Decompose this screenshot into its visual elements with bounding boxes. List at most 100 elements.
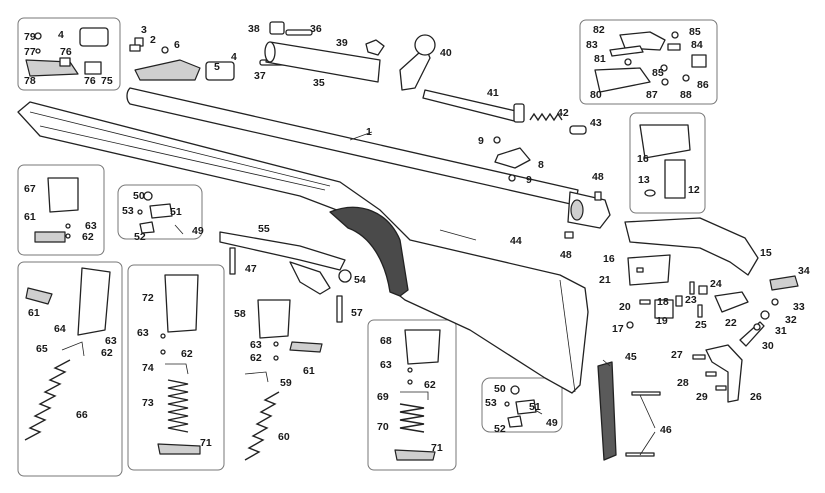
label-63a: 63 (85, 220, 97, 232)
screw-81 (624, 58, 632, 66)
label-2: 2 (150, 34, 156, 46)
label-50b: 50 (494, 383, 506, 395)
part-18 (675, 295, 683, 307)
pin-36 (285, 29, 313, 36)
label-3: 3 (141, 24, 147, 36)
lever-83 (609, 45, 644, 57)
label-5: 5 (214, 61, 220, 73)
guard-bow (289, 261, 331, 295)
label-47: 47 (245, 263, 257, 275)
label-19: 19 (656, 315, 668, 327)
spring-70 (399, 403, 425, 433)
label-50a: 50 (133, 190, 145, 202)
magazine-58-parts (244, 299, 323, 461)
plunger-43 (569, 125, 587, 135)
magazine-67 (47, 177, 79, 213)
pin-23 (689, 281, 695, 295)
pin-25 (697, 304, 703, 318)
label-61b: 61 (28, 307, 40, 319)
label-86: 86 (697, 79, 709, 91)
label-72: 72 (142, 292, 154, 304)
pin-27 (692, 354, 706, 360)
label-22: 22 (725, 317, 737, 329)
floorplate-61 (34, 231, 66, 243)
label-59: 59 (280, 377, 292, 389)
part-50 (143, 191, 153, 201)
part-51 (149, 203, 173, 219)
scope-base-4b (205, 61, 235, 81)
label-46: 46 (660, 424, 672, 436)
trigger-guard-22 (714, 291, 749, 313)
pin-20 (639, 299, 651, 305)
label-61c: 61 (303, 365, 315, 377)
label-38: 38 (248, 23, 260, 35)
block-16 (639, 124, 691, 159)
magazine-release-parts (137, 191, 173, 234)
spring-60 (244, 391, 280, 461)
label-51a: 51 (170, 206, 182, 218)
part-19 (654, 299, 674, 319)
label-80: 80 (590, 89, 602, 101)
safety-base-80 (594, 67, 651, 93)
pin-48a (564, 231, 574, 239)
label-8: 8 (538, 159, 544, 171)
magazine-68 (404, 329, 441, 365)
screw-46a (631, 391, 661, 396)
screw-30 (739, 321, 765, 347)
label-62e: 62 (424, 379, 436, 391)
pin-28 (705, 371, 717, 377)
pin-29 (715, 385, 727, 391)
label-40: 40 (440, 47, 452, 59)
buttplate-45 (597, 361, 617, 461)
extractor-39 (365, 39, 385, 56)
drum-magazine-parts (24, 267, 111, 441)
label-65: 65 (36, 343, 48, 355)
label-32: 32 (785, 314, 797, 326)
label-36: 36 (310, 23, 322, 35)
screw-6 (161, 46, 169, 54)
label-63d: 63 (250, 339, 262, 351)
block-16b (627, 254, 671, 286)
label-62b: 62 (101, 347, 113, 359)
label-51b: 51 (529, 401, 541, 413)
label-52b: 52 (494, 423, 506, 435)
spring-and-plunger (529, 112, 587, 135)
label-4b: 4 (231, 51, 237, 63)
label-45: 45 (625, 351, 637, 363)
label-30: 30 (762, 340, 774, 352)
label-25: 25 (695, 319, 707, 331)
label-44: 44 (510, 235, 522, 247)
screw-85b (660, 64, 668, 72)
label-69: 69 (377, 391, 389, 403)
trigger-26 (705, 344, 743, 403)
label-12: 12 (688, 184, 700, 196)
label-27: 27 (671, 349, 683, 361)
label-66: 66 (76, 409, 88, 421)
label-57: 57 (351, 307, 363, 319)
label-23: 23 (685, 294, 697, 306)
label-74: 74 (142, 362, 154, 374)
magazine-58 (257, 299, 291, 339)
screw-79 (34, 32, 42, 40)
pin-48b (594, 191, 602, 201)
leader-lines (174, 131, 656, 456)
nut-2 (129, 44, 141, 52)
label-82: 82 (593, 24, 605, 36)
safety-parts (594, 31, 707, 93)
label-85a: 85 (689, 26, 701, 38)
label-71b: 71 (431, 442, 443, 454)
label-35: 35 (313, 77, 325, 89)
pin-87 (661, 78, 669, 86)
magazine-10-parts (157, 274, 201, 455)
label-29: 29 (696, 391, 708, 403)
clip-76 (59, 57, 71, 67)
floorplate-61c (289, 341, 323, 353)
pin-24 (698, 285, 708, 295)
stock-pistol-grip (329, 206, 409, 297)
label-70: 70 (377, 421, 389, 433)
label-26: 26 (750, 391, 762, 403)
label-16b: 16 (603, 253, 615, 265)
label-43: 43 (590, 117, 602, 129)
stock (17, 101, 589, 394)
